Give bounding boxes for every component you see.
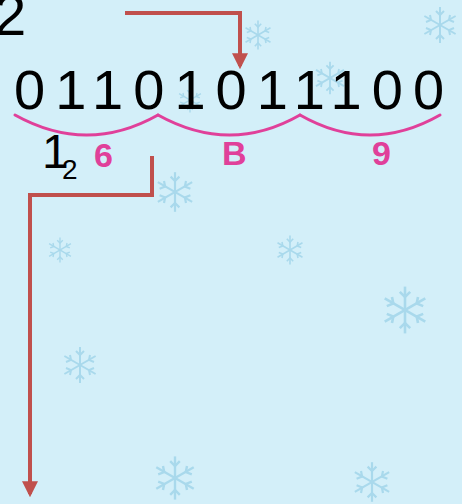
group-braces [15, 115, 440, 135]
hex-digit: 9 [372, 136, 391, 170]
binary-number: 01101011100 [14, 62, 454, 118]
hex-digit: B [222, 136, 247, 170]
hex-digit: 6 [94, 138, 113, 172]
base-subscript: 2 [62, 156, 78, 184]
digit-fragment: 2 [0, 0, 26, 44]
